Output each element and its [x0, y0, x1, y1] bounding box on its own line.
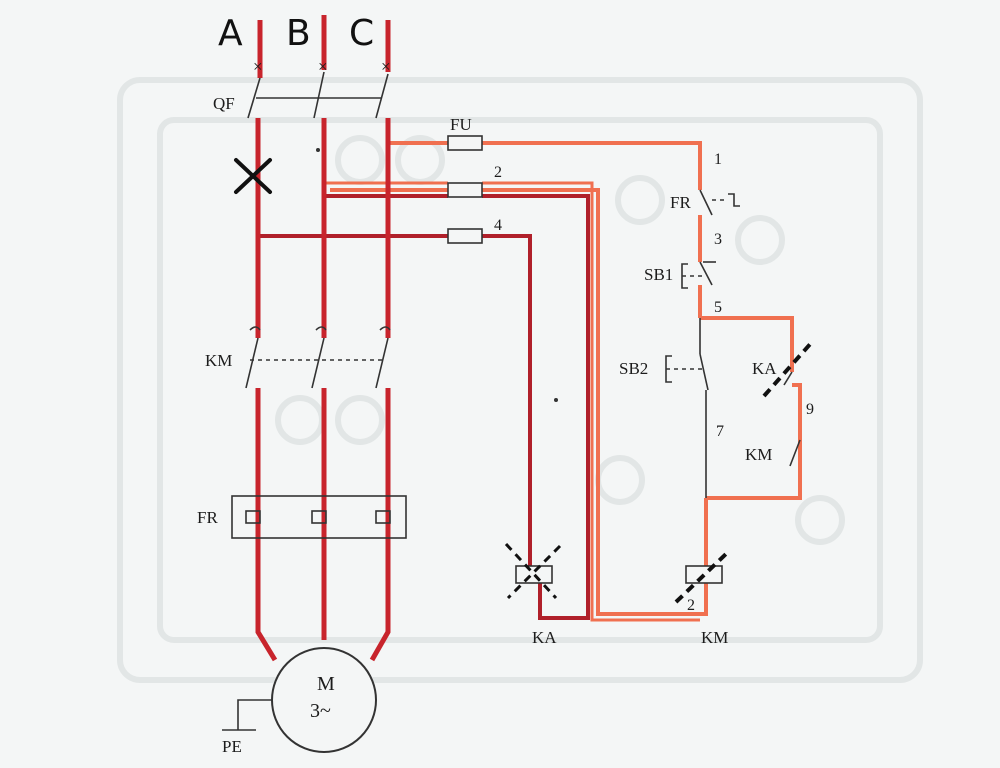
fr-thermal-relay [231, 495, 407, 539]
phase-a-label: A [218, 13, 243, 54]
km-coil [685, 565, 723, 584]
km-contact-label: KM [745, 445, 772, 464]
control-circuit-wires [330, 141, 802, 616]
km-main-contacts [245, 326, 391, 389]
labels: A B C QF FU KM FR FR SB1 SB2 KA KM KA KM… [197, 13, 814, 756]
qf-breaker: × × × [247, 57, 391, 119]
wire-number-3: 3 [714, 231, 722, 248]
x-mark-icon [234, 158, 272, 194]
wire-number-1: 1 [714, 151, 722, 168]
svg-text:×: × [381, 57, 391, 76]
background-texture [117, 77, 923, 683]
fuse-2 [447, 182, 483, 198]
ka-contact [783, 371, 793, 386]
wire-number-4-fuse: 4 [494, 217, 502, 234]
sb2-contact [699, 353, 709, 391]
control-return-wire [326, 181, 700, 622]
pe-label: PE [222, 737, 242, 756]
sb1-label: SB1 [644, 265, 673, 284]
fr-ctrl-label: FR [670, 193, 691, 212]
fr-nc-contact [699, 189, 713, 216]
wire-number-5: 5 [714, 299, 722, 316]
wire-number-7: 7 [716, 423, 724, 440]
fu-label: FU [450, 115, 472, 134]
control-components [316, 148, 801, 584]
motor-m-label: M [317, 673, 335, 695]
ka-coil [515, 565, 553, 584]
phase-c-label: C [349, 13, 374, 54]
ka-contact-label: KA [752, 359, 777, 378]
wire-number-2-fuse: 2 [494, 164, 502, 181]
sb2-label: SB2 [619, 359, 648, 378]
fuse-group [447, 135, 483, 244]
fuse-1 [447, 135, 483, 151]
dashed-slash-icon-ka [762, 340, 814, 398]
wire-number-2-coil: 2 [687, 597, 695, 614]
power-circuit-wires [255, 15, 391, 662]
dashed-x-mark-icon [504, 542, 562, 600]
motor [222, 647, 377, 753]
ka-coil-label: KA [532, 628, 557, 647]
fr-main-label: FR [197, 508, 218, 527]
km-hold-contact [789, 439, 801, 467]
svg-text:×: × [318, 57, 328, 76]
km-coil-label: KM [701, 628, 728, 647]
dashed-slash-icon-km [674, 550, 730, 604]
wire-number-9: 9 [806, 401, 814, 418]
ka-branch-wires [258, 194, 590, 620]
sb1-contact [699, 261, 713, 286]
qf-label: QF [213, 94, 235, 113]
km-main-label: KM [205, 351, 232, 370]
motor-phase-label: 3~ [310, 700, 331, 722]
svg-text:×: × [253, 57, 263, 76]
phase-b-label: B [286, 13, 311, 54]
fuse-3 [447, 228, 483, 244]
